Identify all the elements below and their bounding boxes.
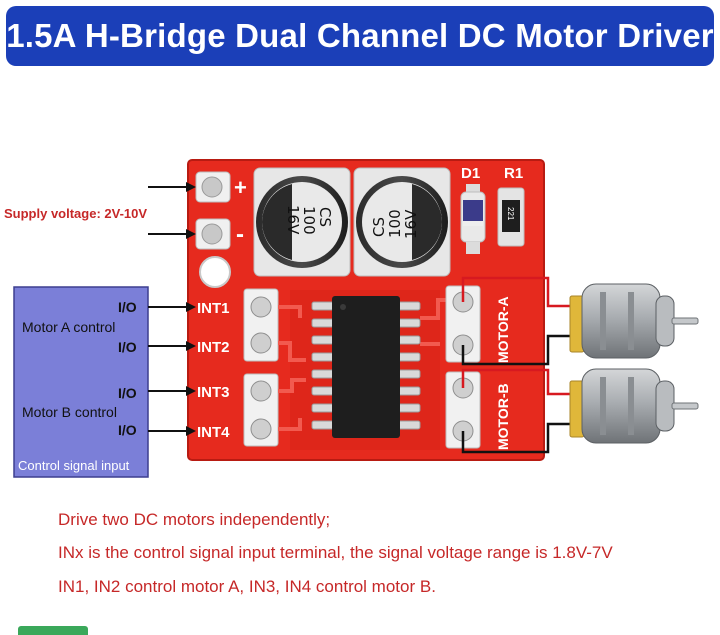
d1-label: D1 — [461, 165, 480, 182]
motor-b — [569, 368, 699, 444]
supply-voltage-label: Supply voltage: 2V-10V — [4, 206, 147, 221]
capacitor-1-voltage: 16V — [284, 205, 302, 235]
diode-d1 — [460, 184, 486, 254]
input-header-pads — [243, 288, 279, 447]
power-plus-pad — [195, 171, 231, 203]
io-label-2: I/O — [118, 339, 137, 355]
resistor-r1: 221 — [497, 187, 525, 247]
motor-a-wires — [461, 276, 578, 366]
capacitor-2-voltage: 16V — [402, 209, 420, 239]
motor-a-label: MOTOR-A — [495, 296, 511, 363]
control-signal-input-label: Control signal input — [18, 458, 130, 473]
title-banner: 1.5A H-Bridge Dual Channel DC Motor Driv… — [6, 6, 714, 66]
int3-label: INT3 — [197, 384, 230, 401]
int4-label: INT4 — [197, 424, 230, 441]
capacitor-2: CS 100 16V — [353, 167, 451, 277]
driver-ic-chip — [311, 296, 421, 438]
capacitor-1: CS 100 16V — [253, 167, 351, 277]
motor-b-label: MOTOR-B — [495, 383, 511, 450]
motor-b-wires — [461, 368, 578, 454]
description-line-3: IN1, IN2 control motor A, IN3, IN4 contr… — [58, 577, 436, 596]
r1-label: R1 — [504, 165, 523, 182]
mounting-hole — [199, 256, 231, 288]
capacitor-1-value: 100 — [300, 206, 318, 235]
plus-label: + — [234, 175, 247, 200]
int1-label: INT1 — [197, 300, 230, 317]
motor-a — [569, 283, 699, 359]
resistor-code: 221 — [506, 207, 515, 221]
int2-label: INT2 — [197, 339, 230, 356]
input-arrows — [148, 302, 196, 436]
pcb-traces — [278, 298, 452, 431]
footer-badge — [18, 626, 88, 635]
io-label-3: I/O — [118, 385, 137, 401]
description-line-2: INx is the control signal input terminal… — [58, 543, 613, 562]
io-label-1: I/O — [118, 299, 137, 315]
page-title: 1.5A H-Bridge Dual Channel DC Motor Driv… — [6, 17, 714, 54]
capacitor-1-brand: CS — [316, 207, 334, 227]
control-signal-box — [13, 286, 149, 478]
supply-arrows — [148, 182, 196, 239]
power-minus-pad — [195, 218, 231, 250]
motor-b-control-label: Motor B control — [22, 404, 117, 420]
io-label-4: I/O — [118, 422, 137, 438]
motor-a-control-label: Motor A control — [22, 319, 115, 335]
minus-label: - — [236, 221, 244, 248]
capacitor-2-value: 100 — [386, 209, 404, 238]
description-line-1: Drive two DC motors independently; — [58, 510, 331, 529]
capacitor-2-brand: CS — [370, 217, 388, 237]
